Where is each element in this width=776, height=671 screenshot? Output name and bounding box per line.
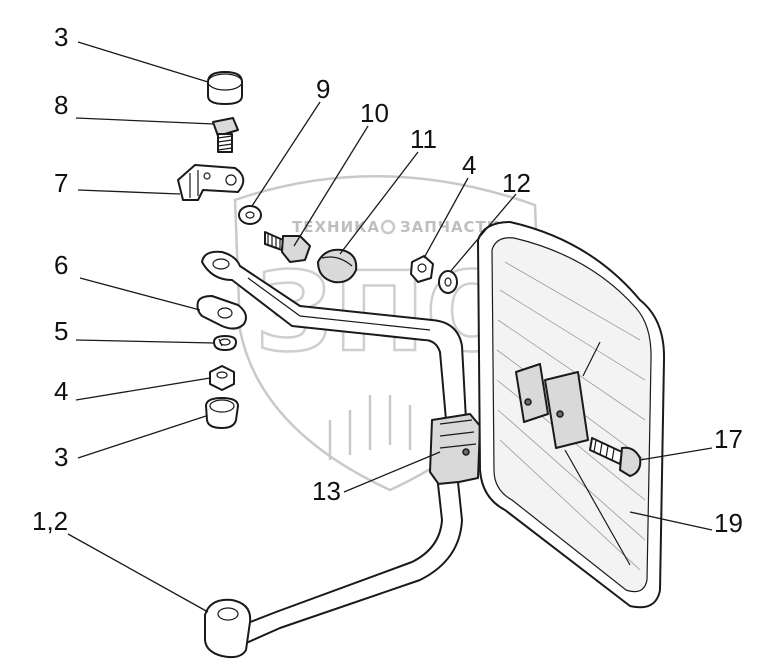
leader-7 — [77, 189, 181, 195]
part-9-washer — [238, 205, 262, 225]
callout-3-top: 3 — [54, 22, 68, 52]
callout-4-right: 4 — [462, 150, 476, 180]
leader-5 — [75, 339, 215, 344]
part-6-plate — [196, 295, 247, 330]
part-8-bolt — [212, 117, 239, 153]
callout-19: 19 — [714, 508, 743, 538]
watermark-gear-icon — [380, 219, 396, 235]
callout-7: 7 — [54, 168, 68, 198]
leader-lines — [67, 41, 713, 613]
watermark-wheat — [328, 395, 412, 460]
leader-13 — [343, 451, 441, 493]
part-mirror-mount — [515, 363, 589, 449]
callout-6: 6 — [54, 250, 68, 280]
leader-10 — [293, 125, 369, 247]
part-13-hinge — [429, 413, 481, 487]
leader-19 — [629, 511, 713, 531]
leader-8 — [75, 117, 215, 125]
part-11-cap — [317, 248, 358, 284]
leader-3-top — [77, 41, 209, 83]
part-4-nut-left — [209, 365, 235, 391]
callout-11: 11 — [410, 124, 437, 154]
callout-13: 13 — [312, 476, 341, 506]
part-upper-arm — [201, 250, 467, 421]
callout-labels: 3 8 7 6 5 4 3 1,2 9 10 11 4 12 13 17 19 — [32, 22, 743, 538]
leader-9 — [251, 101, 321, 207]
part-7-bracket — [177, 164, 245, 201]
leader-1-2 — [67, 533, 209, 613]
callout-3-bottom: 3 — [54, 442, 68, 472]
leader-4-right — [423, 177, 469, 259]
callout-4-left: 4 — [54, 376, 68, 406]
callout-1-2: 1,2 — [32, 506, 68, 536]
part-5-spring-washer — [213, 335, 237, 351]
callout-8: 8 — [54, 90, 68, 120]
callout-9: 9 — [316, 74, 330, 104]
callout-5: 5 — [54, 316, 68, 346]
callout-10: 10 — [360, 98, 389, 128]
part-3-cap-bottom — [205, 397, 239, 429]
leader-12 — [449, 193, 517, 273]
part-17-bolt — [589, 437, 642, 477]
leader-6 — [79, 277, 201, 311]
part-3-cap-top — [207, 71, 243, 105]
callout-17: 17 — [714, 424, 743, 454]
leader-3-bottom — [77, 415, 207, 459]
leader-4-left — [75, 377, 211, 401]
leader-11 — [339, 151, 419, 255]
leader-17 — [639, 447, 713, 461]
part-12-washer — [438, 270, 458, 294]
callout-12: 12 — [502, 168, 531, 198]
part-4-nut-right — [410, 255, 434, 283]
part-lower-arm — [204, 481, 463, 659]
watermark-right-word: ЗАПЧАСТИ — [400, 218, 500, 236]
